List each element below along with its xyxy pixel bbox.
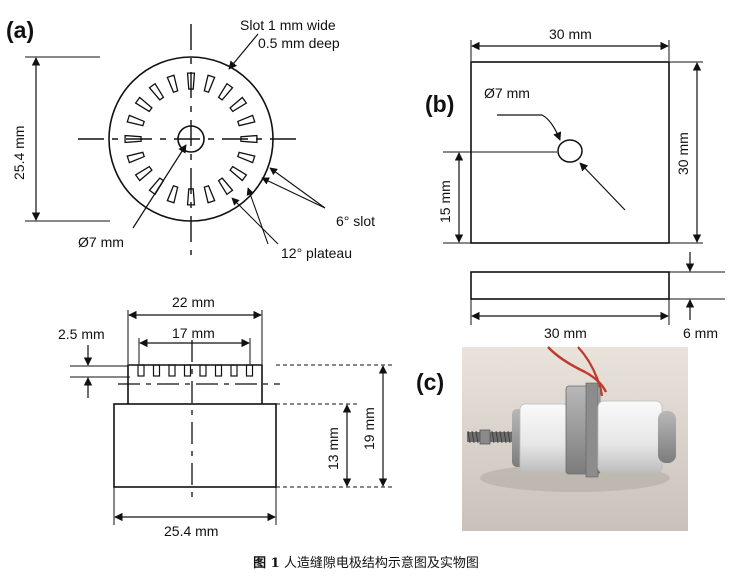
left-insulator	[519, 403, 569, 473]
radial-slot	[240, 134, 258, 144]
right-insulator	[597, 400, 663, 474]
hole-leader-line	[132, 144, 187, 229]
radial-slot	[124, 134, 142, 144]
radial-slot	[134, 96, 153, 113]
side-slot-notch	[152, 364, 161, 377]
red-wire	[547, 346, 608, 393]
inner-width-label: 17 mm	[172, 325, 215, 341]
hole-diameter-label: Ø7 mm	[78, 234, 124, 250]
radial-slot	[186, 72, 196, 90]
radial-slot	[217, 177, 234, 196]
radial-slot	[126, 151, 145, 164]
radial-slot	[203, 74, 216, 93]
bottom-width-label: 30 mm	[544, 325, 587, 341]
plateau-angle-leader	[246, 187, 269, 245]
radial-slot	[126, 114, 145, 127]
panel-b-label: (b)	[425, 91, 454, 117]
thickness-label: 6 mm	[683, 325, 718, 341]
base-body	[113, 403, 277, 488]
caption-label: 图 1	[253, 556, 280, 571]
plateau-angle-leader	[231, 197, 279, 245]
panel-a-top-view: 25.4 mm Slot 1 mm wide 0.5 mm deep Ø7 mm…	[11, 17, 375, 261]
hole-leader-line	[497, 114, 562, 141]
right-height-label: 30 mm	[675, 132, 691, 175]
panel-a-label: (a)	[6, 17, 34, 43]
thread-line	[471, 430, 475, 444]
radial-slot	[237, 114, 256, 127]
thread-line	[507, 430, 511, 444]
side-slot-row	[137, 364, 254, 377]
caption-text: 人造缝隙电极结构示意图及实物图	[283, 556, 479, 571]
radial-slot	[186, 188, 196, 206]
thread-line	[495, 430, 499, 444]
slot-width-label: Slot 1 mm wide	[240, 17, 336, 33]
side-slot-notch	[183, 364, 192, 377]
base-width-label: 25.4 mm	[164, 523, 218, 539]
hex-nut	[479, 429, 491, 445]
slot-ring	[124, 72, 258, 206]
radial-slot	[166, 74, 179, 93]
radial-slot	[203, 185, 216, 204]
slot-depth-label: 0.5 mm deep	[258, 35, 340, 51]
radial-slot	[229, 96, 248, 113]
hole-leader-line	[579, 162, 626, 211]
slot-angle-leader	[269, 167, 326, 209]
top-width-label: 30 mm	[549, 26, 592, 42]
thread-line	[503, 430, 507, 444]
figure-caption: 图 1 人造缝隙电极结构示意图及实物图	[0, 552, 732, 571]
side-slot-notch	[245, 364, 254, 377]
radial-slot	[229, 165, 248, 182]
thread-line	[491, 430, 495, 444]
panel-c-label: (c)	[416, 369, 444, 395]
plateau-angle-label: 12° plateau	[281, 245, 352, 261]
radial-slot	[166, 185, 179, 204]
thread-line	[467, 430, 471, 444]
total-height-label: 19 mm	[361, 407, 377, 450]
panel-b-plate-view: 30 mm 30 mm 15 mm Ø7 mm 6 mm 30 mm	[437, 26, 725, 341]
plate-edge-view	[470, 271, 670, 300]
side-slot-notch	[168, 364, 176, 377]
hole-height-label: 15 mm	[437, 180, 453, 223]
electrode-photo	[462, 346, 688, 531]
plate-hole	[557, 139, 583, 163]
outer-width-label: 22 mm	[172, 294, 215, 310]
radial-slot	[237, 151, 256, 164]
plate-hole-label: Ø7 mm	[484, 85, 530, 101]
slot-angle-leader	[261, 177, 326, 209]
side-slot-notch	[214, 364, 223, 377]
base-height-label: 13 mm	[325, 427, 341, 470]
side-slot-notch	[230, 364, 238, 377]
plate-edge	[585, 382, 599, 478]
radial-slot	[134, 165, 153, 182]
side-slot-notch	[137, 364, 145, 377]
right-end-cap	[658, 411, 676, 463]
slot-leader-line	[228, 33, 259, 70]
threaded-rod	[467, 432, 515, 442]
slot-depth-dimension-label: 2.5 mm	[58, 326, 105, 342]
radial-slot	[217, 82, 234, 101]
side-view: 22 mm 17 mm 2.5 mm 13 mm 19 mm 25.4 mm	[58, 294, 392, 539]
slot-angle-label: 6° slot	[336, 213, 375, 229]
thread-line	[499, 430, 503, 444]
diameter-label: 25.4 mm	[11, 126, 27, 180]
red-wire	[577, 346, 604, 397]
radial-slot	[148, 82, 165, 101]
side-slot-notch	[199, 364, 207, 377]
thread-line	[475, 430, 479, 444]
